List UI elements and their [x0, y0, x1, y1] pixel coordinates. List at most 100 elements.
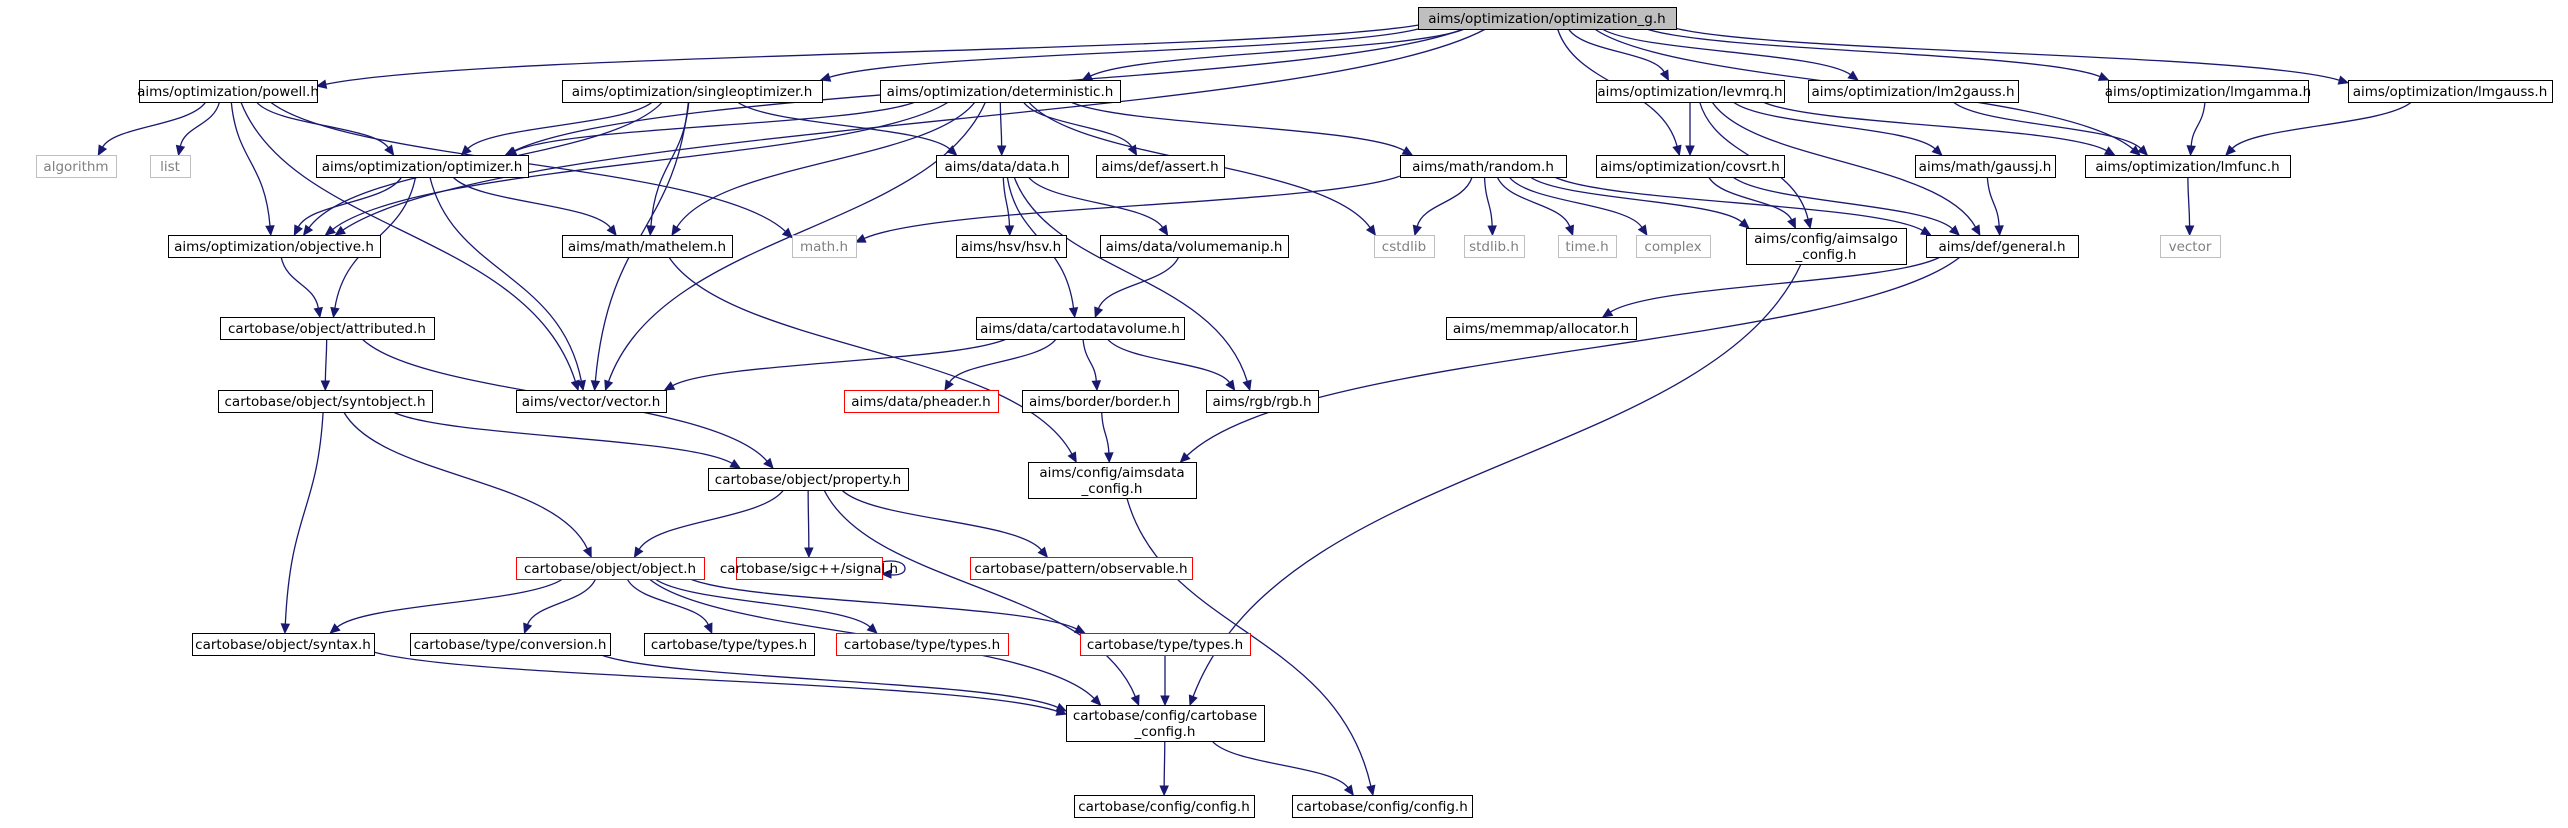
- node-label: cartobase/object/syntobject.h: [225, 394, 426, 410]
- node-optimizer[interactable]: aims/optimization/optimizer.h: [316, 155, 529, 178]
- edge-attributed-to-syntobject: [320, 338, 331, 392]
- node-cbconfig[interactable]: cartobase/config/cartobase_config.h: [1066, 705, 1265, 742]
- edge-powell-to-vectorh: [240, 101, 580, 392]
- node-box: [708, 468, 909, 491]
- node-volmanip[interactable]: aims/data/volumemanip.h: [1100, 235, 1289, 258]
- node-attributed[interactable]: cartobase/object/attributed.h: [220, 317, 435, 340]
- node-singleopt[interactable]: aims/optimization/singleoptimizer.h: [562, 80, 823, 103]
- node-box: [1926, 235, 2079, 258]
- edge-powell-to-list: [175, 101, 221, 157]
- node-gaussj[interactable]: aims/math/gaussj.h: [1915, 155, 2056, 178]
- node-assert[interactable]: aims/def/assert.h: [1096, 155, 1225, 178]
- node-vector[interactable]: vector: [2160, 235, 2221, 258]
- edge-determ-to-random: [1070, 101, 1414, 156]
- node-object[interactable]: cartobase/object/object.h: [516, 557, 705, 580]
- node-cstdlib[interactable]: cstdlib: [1374, 235, 1435, 258]
- node-allocator[interactable]: aims/memmap/allocator.h: [1446, 317, 1637, 340]
- edge-syntax-to-cbconfig: [373, 651, 1068, 716]
- node-hsv[interactable]: aims/hsv/hsv.h: [956, 235, 1067, 258]
- edge-objective-to-attributed: [280, 256, 323, 319]
- node-pheader[interactable]: aims/data/pheader.h: [844, 390, 999, 413]
- edge-syntobject-to-property: [392, 411, 741, 469]
- node-config2[interactable]: cartobase/config/config.h: [1292, 795, 1473, 818]
- edge-cartodata-to-pheader: [944, 338, 1057, 392]
- node-syntax[interactable]: cartobase/object/syntax.h: [192, 633, 375, 656]
- edge-lmgauss-to-lmfunc: [2225, 101, 2412, 156]
- node-list[interactable]: list: [150, 155, 191, 178]
- node-mathelem[interactable]: aims/math/mathelem.h: [562, 235, 733, 258]
- edge-volmanip-to-cartodata: [1094, 256, 1180, 319]
- node-label: cstdlib: [1382, 239, 1426, 255]
- node-conversion[interactable]: cartobase/type/conversion.h: [410, 633, 611, 656]
- node-determ[interactable]: aims/optimization/deterministic.h: [880, 80, 1121, 103]
- node-algorithm[interactable]: algorithm: [36, 155, 117, 178]
- node-syntobject[interactable]: cartobase/object/syntobject.h: [218, 390, 433, 413]
- node-timeh[interactable]: time.h: [1558, 235, 1617, 258]
- node-box: [1374, 235, 1435, 258]
- node-complex[interactable]: complex: [1636, 235, 1711, 258]
- node-levmrq[interactable]: aims/optimization/levmrq.h: [1596, 80, 1785, 103]
- node-box: [139, 80, 318, 103]
- node-label: aims/optimization/powell.h: [137, 84, 319, 100]
- node-box: [36, 155, 117, 178]
- node-rgb[interactable]: aims/rgb/rgb.h: [1206, 390, 1319, 413]
- node-label: aims/optimization/covsrt.h: [1600, 159, 1780, 175]
- node-label: aims/optimization/deterministic.h: [887, 84, 1114, 100]
- node-label: cartobase/object/object.h: [524, 561, 696, 577]
- node-property[interactable]: cartobase/object/property.h: [708, 468, 909, 491]
- node-label: aims/data/pheader.h: [851, 394, 990, 410]
- node-observable[interactable]: cartobase/pattern/observable.h: [970, 557, 1193, 580]
- node-random[interactable]: aims/math/random.h: [1400, 155, 1567, 178]
- node-general[interactable]: aims/def/general.h: [1926, 235, 2079, 258]
- node-vectorh[interactable]: aims/vector/vector.h: [516, 390, 667, 413]
- nodes-layer: aims/optimization/optimization_g.h aims/o…: [36, 7, 2553, 818]
- edge-random-to-mathh: [854, 175, 1401, 243]
- node-powell[interactable]: aims/optimization/powell.h: [137, 80, 319, 103]
- node-config1[interactable]: cartobase/config/config.h: [1074, 795, 1255, 818]
- node-box: [218, 390, 433, 413]
- edge-powell-to-algorithm: [97, 101, 207, 157]
- edge-lmfunc-to-vector: [2184, 176, 2195, 237]
- node-lmgamma[interactable]: aims/optimization/lmgamma.h: [2105, 80, 2311, 103]
- node-label: vector: [2169, 239, 2212, 255]
- node-box: [1080, 633, 1251, 656]
- node-stdlibh[interactable]: stdlib.h: [1464, 235, 1525, 258]
- node-lmgauss[interactable]: aims/optimization/lmgauss.h: [2348, 80, 2553, 103]
- edge-covsrt-to-algoconfig: [1708, 176, 1796, 230]
- node-objective[interactable]: aims/optimization/objective.h: [168, 235, 381, 258]
- node-lm2gauss[interactable]: aims/optimization/lm2gauss.h: [1808, 80, 2019, 103]
- node-border[interactable]: aims/border/border.h: [1022, 390, 1179, 413]
- edge-syntobject-to-object: [343, 411, 592, 559]
- edge-root-to-determ: [1081, 28, 1465, 81]
- node-label: aims/optimization/singleoptimizer.h: [572, 84, 813, 100]
- node-label: cartobase/type/conversion.h: [414, 637, 607, 653]
- node-box: [1066, 705, 1265, 742]
- node-algoconfig[interactable]: aims/config/aimsalgo_config.h: [1746, 228, 1907, 265]
- node-box: [1808, 80, 2019, 103]
- node-label: complex: [1644, 239, 1701, 255]
- node-types3[interactable]: cartobase/type/types.h: [1080, 633, 1251, 656]
- node-signal[interactable]: cartobase/sigc++/signal.h: [720, 557, 898, 580]
- node-box: [644, 633, 815, 656]
- edge-random-to-complex: [1508, 176, 1648, 237]
- node-label: cartobase/type/types.h: [651, 637, 807, 653]
- node-mathh[interactable]: math.h: [792, 235, 857, 258]
- node-cartodata[interactable]: aims/data/cartodatavolume.h: [976, 317, 1185, 340]
- node-box: [220, 317, 435, 340]
- node-lmfunc[interactable]: aims/optimization/lmfunc.h: [2085, 155, 2291, 178]
- node-types2[interactable]: cartobase/type/types.h: [836, 633, 1009, 656]
- node-label: aims/optimization/optimization_g.h: [1428, 11, 1665, 27]
- node-box: [1028, 462, 1197, 499]
- node-label: aims/config/aimsdata: [1039, 465, 1184, 481]
- edge-property-to-object: [633, 489, 785, 559]
- node-covsrt[interactable]: aims/optimization/covsrt.h: [1596, 155, 1785, 178]
- edge-powell-to-objective: [230, 101, 275, 237]
- node-box: [1096, 155, 1225, 178]
- node-aimsdata[interactable]: aims/config/aimsdata_config.h: [1028, 462, 1197, 499]
- edge-levmrq-to-covsrt: [1685, 101, 1695, 157]
- node-datah[interactable]: aims/data/data.h: [936, 155, 1069, 178]
- edge-powell-to-optimizer: [255, 101, 395, 157]
- node-root[interactable]: aims/optimization/optimization_g.h: [1418, 7, 1677, 30]
- node-label: cartobase/type/types.h: [844, 637, 1000, 653]
- node-types1[interactable]: cartobase/type/types.h: [644, 633, 815, 656]
